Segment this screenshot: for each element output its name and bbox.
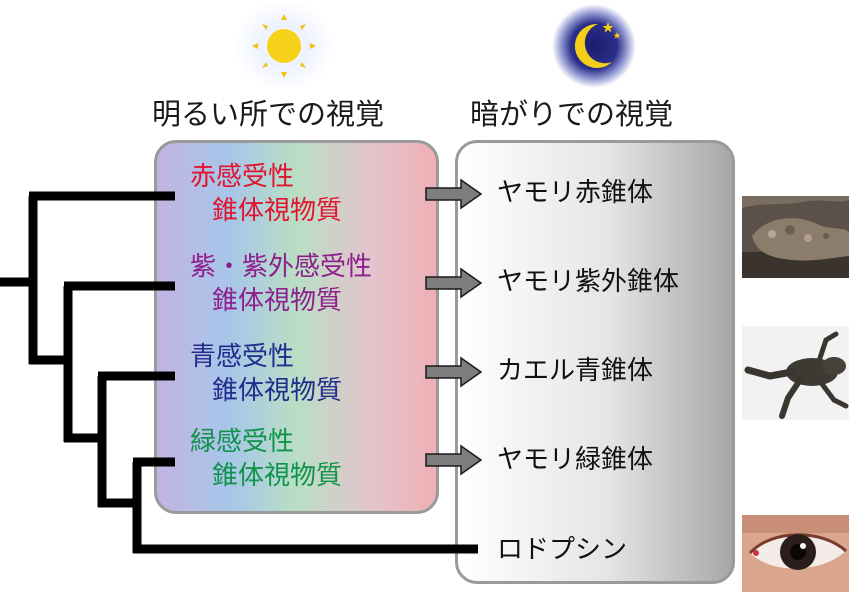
gecko-photo	[742, 196, 849, 278]
opsin-violet-uv: 紫・紫外感受性 錐体視物質	[190, 250, 372, 318]
opsin-green: 緑感受性 錐体視物質	[190, 425, 342, 493]
eye-photo	[742, 515, 849, 592]
opsin-blue-line2: 錐体視物質	[212, 376, 343, 406]
dark-label-rhodopsin: ロドプシン	[497, 535, 628, 565]
opsin-blue-line1: 青感受性	[190, 342, 295, 372]
bright-vision-panel	[154, 140, 439, 514]
dark-label-frog-blue: カエル青錐体	[497, 356, 654, 386]
opsin-green-line2: 錐体視物質	[212, 461, 343, 491]
opsin-blue: 青感受性 錐体視物質	[190, 340, 342, 408]
sun-icon	[238, 4, 330, 88]
arrow-right-icon	[425, 444, 483, 476]
bright-vision-header: 明るい所での視覚	[152, 97, 385, 131]
moon-stars-icon	[552, 4, 636, 88]
dark-label-gecko-uv: ヤモリ紫外錐体	[497, 267, 680, 297]
opsin-red: 赤感受性 錐体視物質	[190, 160, 342, 228]
dark-label-gecko-red: ヤモリ赤錐体	[497, 178, 654, 208]
opsin-red-line1: 赤感受性	[190, 162, 295, 192]
opsin-red-line2: 錐体視物質	[212, 196, 343, 226]
dark-vision-panel	[455, 140, 735, 584]
frog-photo	[742, 326, 849, 420]
arrow-right-icon	[425, 267, 483, 299]
opsin-green-line1: 緑感受性	[190, 427, 295, 457]
arrow-right-icon	[425, 356, 483, 388]
dark-vision-header: 暗がりでの視覚	[470, 97, 674, 131]
opsin-violet-uv-line1: 紫・紫外感受性	[190, 252, 373, 282]
opsin-violet-uv-line2: 錐体視物質	[212, 286, 343, 316]
arrow-right-icon	[425, 178, 483, 210]
dark-label-gecko-green: ヤモリ緑錐体	[497, 445, 654, 475]
